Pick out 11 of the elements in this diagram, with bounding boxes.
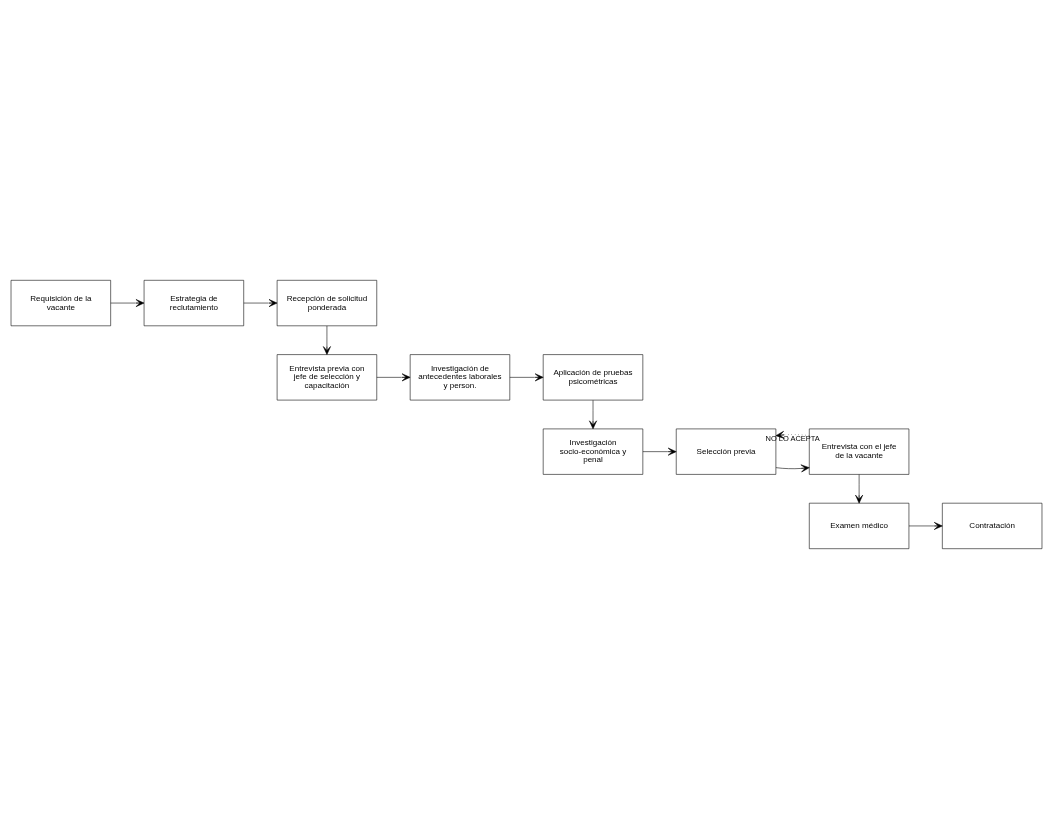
- arrow: [376, 373, 411, 382]
- arrow: [243, 299, 278, 307]
- arrow: [589, 399, 597, 430]
- arrow: [908, 522, 943, 530]
- arrow: [110, 299, 145, 307]
- arrow: [775, 430, 810, 439]
- arrow: [323, 325, 331, 355]
- arrow: [642, 447, 677, 456]
- arrow: [509, 373, 544, 382]
- arrow: [855, 474, 864, 504]
- arrow: [775, 464, 810, 473]
